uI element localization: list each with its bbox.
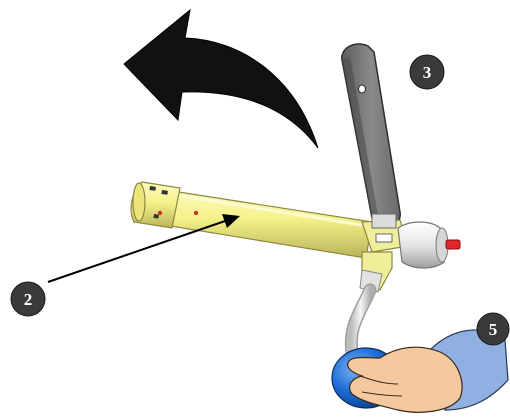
connector xyxy=(359,251,393,293)
callout-2: 2 xyxy=(10,281,46,317)
tube-marker-dot xyxy=(157,210,163,216)
tube-marker-dot xyxy=(193,210,199,216)
tip xyxy=(445,239,461,250)
callout-2-label: 2 xyxy=(24,290,33,309)
pointer-arrow-icon xyxy=(47,214,240,283)
end-cap xyxy=(397,221,461,269)
hand xyxy=(347,329,509,413)
callout-3: 3 xyxy=(409,54,445,90)
lever-hole xyxy=(358,84,366,94)
rotation-arrow-icon xyxy=(123,8,319,149)
tube-assembly xyxy=(130,181,373,259)
lever xyxy=(341,43,401,226)
callout-3-label: 3 xyxy=(423,63,432,82)
callout-5-label: 5 xyxy=(489,320,498,339)
callout-5: 5 xyxy=(476,312,510,346)
